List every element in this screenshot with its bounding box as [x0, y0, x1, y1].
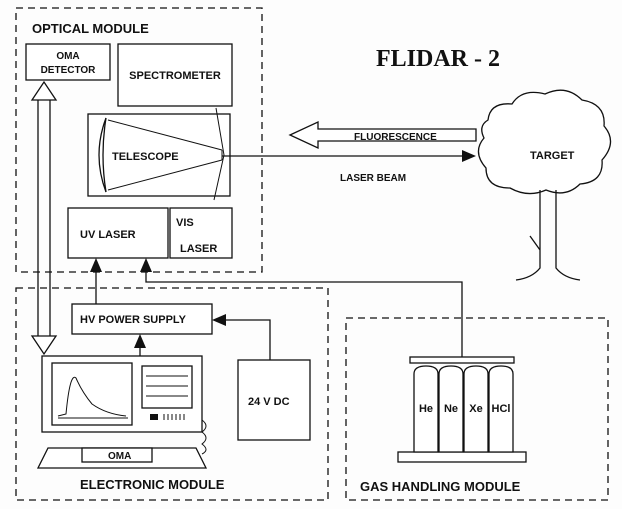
spectrum-trace-icon: [57, 376, 127, 417]
cylinder-manifold: [409, 356, 515, 364]
gas-cylinder-ne: [438, 365, 464, 453]
gas-cylinder-label: Ne: [444, 403, 458, 415]
gas-cylinder-label: He: [419, 403, 433, 415]
gas-module-frame: [345, 317, 609, 501]
target-tree-trunk: [515, 190, 581, 281]
target-tree-crown: [477, 89, 612, 195]
electronic-module-frame: [15, 287, 329, 501]
gas-module-label: GAS HANDLING MODULE: [360, 479, 521, 494]
gas-cylinder-label: Xe: [469, 403, 482, 415]
diagram-title: FLIDAR - 2: [376, 46, 500, 72]
electronic-module-label: ELECTRONIC MODULE: [80, 477, 225, 492]
data-link-arrow-down: [30, 335, 58, 356]
gas-cylinders: He Ne Xe HCl: [413, 365, 514, 453]
optical-module-label: OPTICAL MODULE: [32, 21, 149, 36]
fluorescence-label: FLUORESCENCE: [354, 132, 437, 143]
gas-cylinder-label: HCl: [492, 403, 511, 415]
data-link-arrow-up: [30, 80, 58, 101]
gas-line: [145, 270, 463, 362]
panel-vent-icon: [163, 414, 185, 420]
telescope-mirror-inner-icon: [102, 117, 107, 193]
keyboard-label-plate: [81, 447, 153, 463]
fluorescence-arrow: [288, 120, 477, 150]
dc-supply-box: [237, 359, 311, 441]
computer-to-hv-arrowhead: [134, 334, 146, 348]
gas-line-arrowhead: [140, 258, 152, 272]
laser-beam-arrowhead: [462, 150, 476, 162]
dc-to-hv-arrowhead: [212, 314, 226, 326]
target-label: TARGET: [530, 150, 575, 162]
keyboard-cable: [201, 419, 207, 455]
telescope-ray-bottom: [107, 159, 223, 191]
control-panel: [141, 365, 193, 409]
spectrometer-label: SPECTROMETER: [129, 70, 221, 82]
vis-laser-label-2: LASER: [180, 243, 217, 255]
telescope-box: [87, 113, 231, 197]
uv-laser-label: UV LASER: [80, 229, 136, 241]
hv-power-supply-box: [71, 303, 213, 335]
oma-detector-label-1: OMA: [56, 51, 79, 62]
gas-cylinder-he: [413, 365, 439, 453]
keyboard-label: OMA: [108, 451, 131, 462]
optical-module-frame: [15, 7, 263, 273]
dc-supply-label: 24 V DC: [248, 396, 290, 408]
telescope-ray-top: [107, 119, 223, 151]
spectrometer-box: [117, 43, 233, 107]
gas-cylinder-xe: [463, 365, 489, 453]
fibre-path: [213, 107, 225, 201]
oma-detector-box: [25, 43, 111, 81]
cylinder-platform: [397, 451, 527, 463]
telescope-mirror-icon: [98, 117, 107, 193]
hv-to-uv-arrowhead: [90, 258, 102, 272]
vis-laser-label-1: VIS: [176, 217, 194, 229]
panel-led-icon: [150, 414, 158, 420]
oma-detector-label-2: DETECTOR: [41, 65, 97, 76]
dc-to-hv-line: [214, 319, 271, 360]
hv-power-supply-label: HV POWER SUPPLY: [80, 314, 187, 326]
gas-cylinder-hcl: [488, 365, 514, 453]
vis-laser-box: [169, 207, 233, 259]
uv-laser-box: [67, 207, 169, 259]
laser-beam-label: LASER BEAM: [340, 173, 406, 184]
telescope-label: TELESCOPE: [112, 151, 179, 163]
